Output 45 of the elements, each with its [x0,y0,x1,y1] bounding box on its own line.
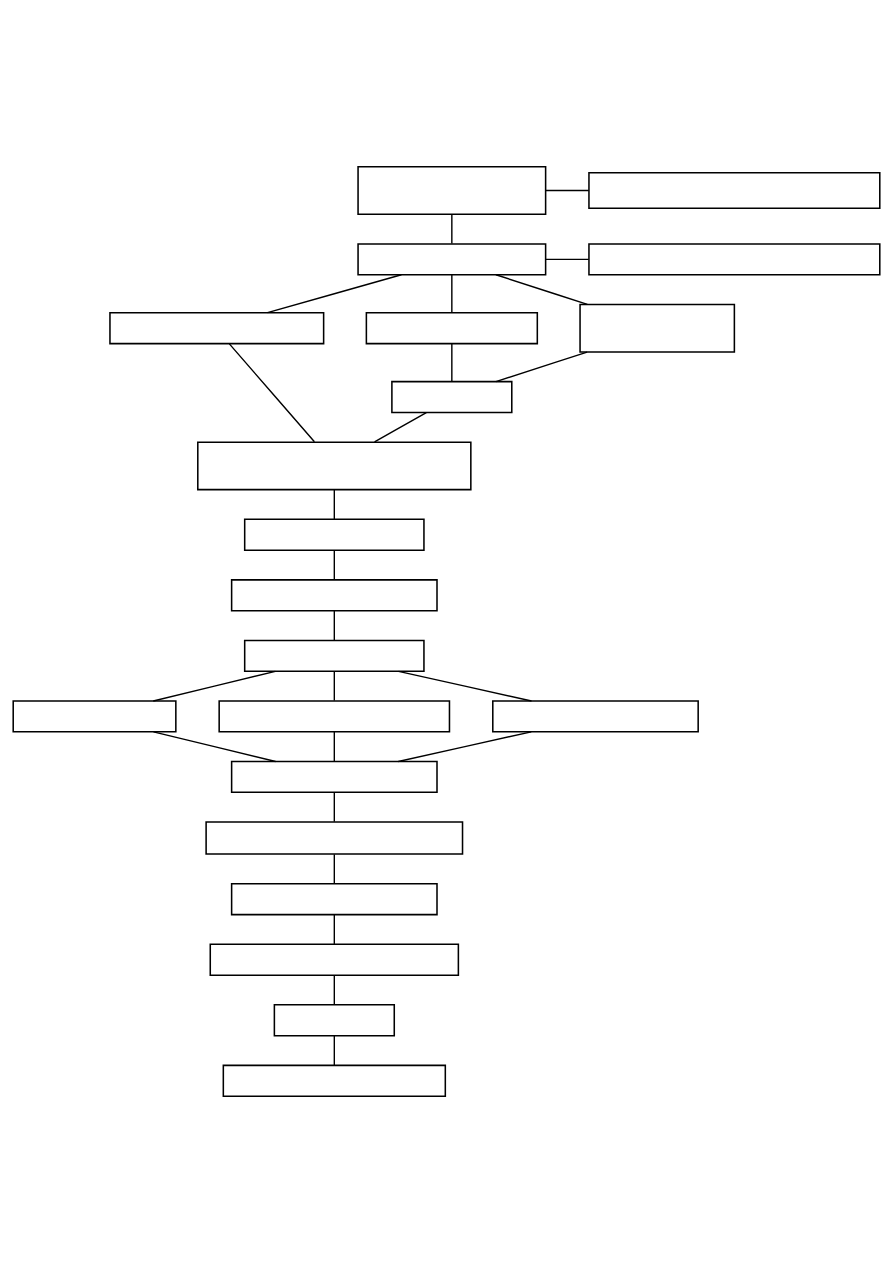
connector [152,670,277,702]
connector [373,411,428,443]
node-box [492,700,699,733]
connector [544,189,590,192]
node-box [12,700,177,733]
node-box [365,312,539,345]
connector [451,274,453,314]
node-box [579,303,736,353]
node-box [588,243,881,276]
connector [333,853,336,885]
connector [333,670,336,702]
node-box [273,1004,396,1037]
node-box [243,639,425,673]
node-box [357,243,547,276]
node-box [230,579,438,612]
connector [333,731,336,762]
connector [544,258,590,261]
node-box [230,760,438,794]
connector [451,213,453,245]
connector [333,489,336,520]
node-box [109,312,325,345]
connector [333,974,336,1006]
node-box [243,518,425,551]
node-box [197,441,472,491]
node-box [588,171,881,210]
node-box [357,166,547,215]
connector [333,549,336,581]
connector [495,274,589,306]
node-box [230,883,438,916]
connector [451,343,453,383]
connector [333,791,336,823]
connector [397,670,533,702]
node-box [205,821,464,855]
connector [397,731,532,763]
node-box [209,943,460,976]
connector [495,351,588,383]
connector [333,610,336,641]
node-box [222,1064,447,1097]
node-box [391,380,513,414]
connector [333,914,336,945]
connector [152,731,277,763]
node-box [218,700,451,733]
connector [228,343,316,443]
connector [333,1035,336,1066]
connector [266,274,403,314]
